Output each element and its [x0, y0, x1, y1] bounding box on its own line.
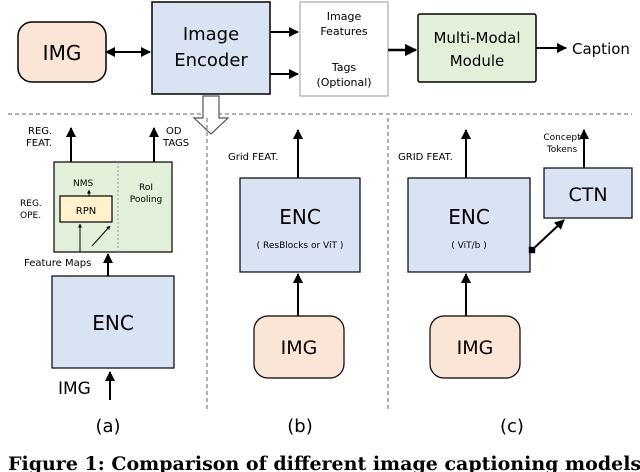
- panel-a-label: (a): [95, 416, 120, 437]
- image-encoder-line1: Image: [183, 24, 239, 45]
- enc-box-a: [51, 275, 175, 369]
- ctn-box: [543, 167, 633, 219]
- multimodal-line1: Multi-Modal: [433, 29, 520, 47]
- panel-a: REG. FEAT. OD TAGS NMS RPN RoI Pooling R…: [20, 126, 189, 437]
- figure-caption: Figure 1: Comparison of different image …: [8, 453, 640, 472]
- ctn-label: CTN: [568, 184, 607, 206]
- roi-line1: RoI: [139, 183, 153, 193]
- enc-sub-b: ( ResBlocks or ViT ): [257, 241, 344, 251]
- panel-b-label: (b): [287, 416, 312, 437]
- concept-line1: Concept: [543, 133, 581, 143]
- top-pipeline: IMG Image Encoder Image Features Tags (O…: [17, 1, 630, 97]
- image-encoder-box: [151, 1, 271, 95]
- image-encoder-line2: Encoder: [174, 50, 248, 71]
- features-line2: Features: [320, 25, 368, 38]
- enc-sub-c: ( ViT/b ): [451, 241, 486, 251]
- roi-line2: Pooling: [130, 195, 163, 205]
- enc-box-b: [239, 177, 361, 273]
- feature-maps-label: Feature Maps: [24, 258, 91, 269]
- grid-feat-label-c: GRID FEAT.: [398, 152, 453, 163]
- panel-b: Grid FEAT. ENC ( ResBlocks or ViT ) IMG …: [228, 129, 361, 437]
- img-label-c: IMG: [457, 337, 494, 359]
- rpn-label: RPN: [76, 206, 96, 217]
- img-label-a: IMG: [58, 379, 91, 399]
- tags-line1: Tags: [331, 61, 357, 74]
- grid-feat-label-b: Grid FEAT.: [228, 152, 278, 163]
- img-box-c: [429, 315, 521, 379]
- reg-ope-line1: REG.: [20, 199, 42, 209]
- panel-c: GRID FEAT. Concept Tokens ENC ( ViT/b ) …: [398, 129, 633, 437]
- reg-feat-line1: REG.: [28, 126, 52, 137]
- caption-label: Caption: [572, 40, 630, 58]
- features-line1: Image: [327, 10, 362, 23]
- concept-line2: Tokens: [546, 145, 578, 155]
- od-tags-line1: OD: [166, 126, 182, 137]
- tags-line2: (Optional): [316, 76, 371, 89]
- panel-c-label: (c): [500, 416, 524, 437]
- arrow-roi-in: [91, 225, 111, 247]
- od-tags-line2: TAGS: [162, 138, 189, 149]
- enc-label-b: ENC: [279, 205, 321, 229]
- features-tags-box: [299, 1, 389, 97]
- enc-box-c: [407, 177, 531, 273]
- reg-feat-line2: FEAT.: [26, 138, 52, 149]
- nms-label: NMS: [73, 179, 93, 189]
- img-label-b: IMG: [281, 337, 318, 359]
- enc-label-a: ENC: [92, 311, 134, 335]
- enc-to-ctn-connector: [528, 219, 565, 254]
- reg-ope-line2: OPE.: [20, 211, 41, 221]
- rpn-box: [59, 195, 113, 223]
- multimodal-line2: Module: [450, 52, 505, 70]
- top-img-label: IMG: [43, 41, 82, 65]
- img-box-b: [253, 315, 345, 379]
- multimodal-box: [417, 13, 537, 83]
- expand-down-arrow: [192, 95, 230, 135]
- enc-label-c: ENC: [448, 205, 490, 229]
